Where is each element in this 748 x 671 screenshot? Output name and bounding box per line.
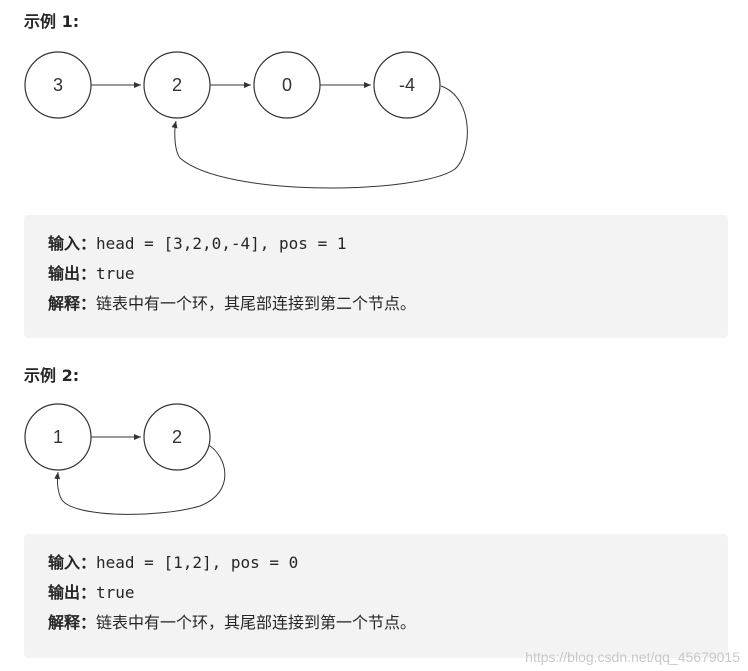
node-minus4: -4 (373, 51, 441, 119)
node-1: 1 (24, 403, 92, 471)
input-label: 输入： (48, 553, 97, 572)
edges (54, 434, 226, 515)
node-label: 0 (282, 75, 292, 95)
input-value: head = [3,2,0,-4], pos = 1 (96, 234, 347, 253)
explanation-value: 链表中有一个环，其尾部连接到第二个节点。 (96, 294, 417, 313)
explanation-line: 解释：链表中有一个环，其尾部连接到第一个节点。 (48, 608, 704, 638)
explanation-value: 链表中有一个环，其尾部连接到第一个节点。 (96, 613, 417, 632)
watermark: https://blog.csdn.net/qq_45679015 (525, 649, 740, 665)
explanation-label: 解释： (48, 613, 97, 632)
node-2: 2 (143, 403, 211, 471)
output-line: 输出：true (48, 578, 704, 608)
output-label: 输出： (48, 583, 97, 602)
nodes: 1 2 (24, 403, 211, 471)
node-label: -4 (399, 75, 415, 95)
node-0: 0 (253, 51, 321, 119)
input-label: 输入： (48, 234, 97, 253)
example-1-code-block: 输入：head = [3,2,0,-4], pos = 1 输出：true 解释… (24, 215, 728, 338)
linked-list-diagram-1: 3 2 0 -4 (24, 51, 468, 189)
output-value: true (96, 264, 135, 283)
nodes: 3 2 0 -4 (24, 51, 441, 119)
node-label: 2 (172, 75, 182, 95)
node-label: 2 (172, 427, 182, 447)
edges (91, 82, 468, 189)
cycle-edge-2-to-1 (54, 443, 226, 515)
node-label: 1 (53, 427, 63, 447)
node-2: 2 (143, 51, 211, 119)
explanation-line: 解释：链表中有一个环，其尾部连接到第二个节点。 (48, 289, 704, 319)
node-3: 3 (24, 51, 92, 119)
output-line: 输出：true (48, 259, 704, 289)
output-label: 输出： (48, 264, 97, 283)
linked-list-diagram-2: 1 2 (24, 403, 226, 515)
explanation-label: 解释： (48, 294, 97, 313)
input-line: 输入：head = [1,2], pos = 0 (48, 548, 704, 578)
example-2-title: 示例 2: (24, 366, 80, 385)
example-2-code-block: 输入：head = [1,2], pos = 0 输出：true 解释：链表中有… (24, 534, 728, 658)
example-1-title: 示例 1: (24, 12, 80, 31)
output-value: true (96, 583, 135, 602)
input-line: 输入：head = [3,2,0,-4], pos = 1 (48, 229, 704, 259)
node-label: 3 (53, 75, 63, 95)
cycle-edge-minus4-to-2 (171, 85, 468, 189)
input-value: head = [1,2], pos = 0 (96, 553, 299, 572)
